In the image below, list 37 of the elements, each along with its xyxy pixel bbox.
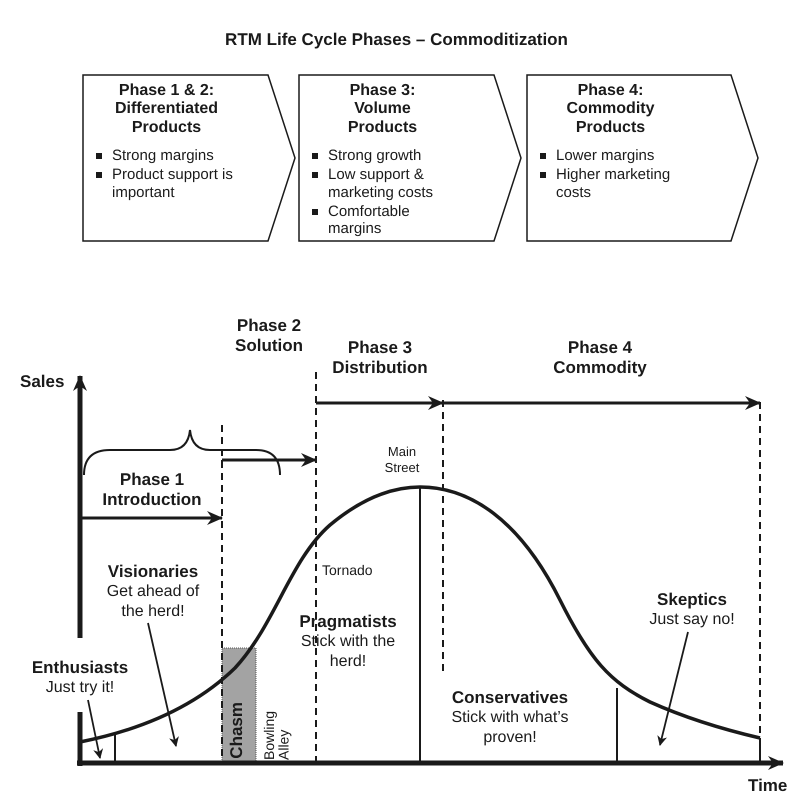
bullet-item: Comfortable margins	[310, 202, 455, 238]
phase-heading: Phase 3: Volume Products	[346, 82, 418, 138]
leader-arrow	[147, 622, 179, 747]
chevron-box	[526, 74, 760, 242]
axis-label: Sales	[20, 372, 64, 392]
segment-heading: Pragmatists	[298, 612, 398, 632]
segment-heading: Visionaries	[106, 562, 200, 582]
phase-heading: Phase 1 & 2: Differentiated Products	[114, 82, 220, 138]
phase-label: Phase 2 Solution	[234, 316, 304, 357]
leader-arrow	[87, 700, 104, 759]
segment-heading: Conservatives	[450, 688, 570, 708]
segment-heading: Skeptics	[656, 590, 728, 610]
segment-motto: Just say no!	[648, 610, 736, 630]
chart-title: RTM Life Cycle Phases – Commoditization	[224, 30, 569, 50]
segment-motto: Stick with the herd!	[300, 632, 396, 671]
bullet-item: Lower margins	[538, 147, 683, 164]
segment-motto: Stick with what’s proven!	[450, 708, 570, 747]
bullet-item: Higher marketing costs	[538, 166, 683, 201]
segment-motto: Just try it!	[44, 678, 116, 698]
phase-label: Phase 4 Commodity	[552, 338, 648, 379]
chevron-box	[82, 74, 297, 242]
milestone-label: Main Street	[384, 444, 420, 476]
segment-motto: Get ahead of the herd!	[106, 582, 200, 621]
segment-heading: Enthusiasts	[30, 658, 130, 678]
chasm-label: Chasm	[228, 702, 246, 759]
phase-label: Phase 3 Distribution	[331, 338, 429, 379]
bullet-item: Strong margins	[94, 147, 239, 164]
milestone-label: Tornado	[322, 562, 373, 579]
bullet-item: Product support is important	[94, 166, 239, 201]
bullet-item: Strong growth	[310, 147, 455, 164]
bullet-item: Low support & marketing costs	[310, 166, 455, 201]
phase-label: Phase 1 Introduction	[101, 470, 203, 511]
axis-label: Time	[748, 776, 788, 796]
leader-arrow	[657, 632, 689, 746]
chevron-box	[298, 74, 523, 242]
milestone-label: Bowling Alley	[262, 710, 292, 760]
phase-heading: Phase 4: Commodity Products	[566, 82, 656, 138]
